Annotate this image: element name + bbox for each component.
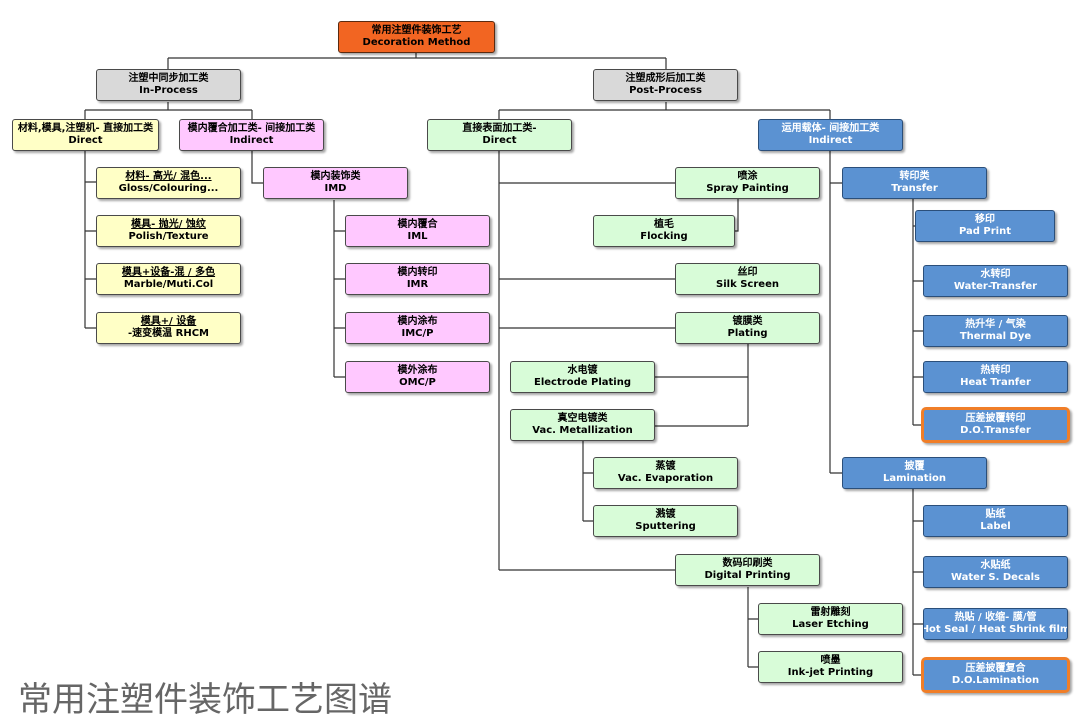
node-rhcm: 模具+/ 设备-速变模温 RHCM: [96, 312, 241, 344]
node-gloss-colouring: 材料- 高光/ 混色...Gloss/Colouring...: [96, 167, 241, 199]
page-caption: 常用注塑件装饰工艺图谱: [18, 680, 392, 720]
node-direct-post-process: 直接表面加工类-Direct: [427, 119, 572, 151]
